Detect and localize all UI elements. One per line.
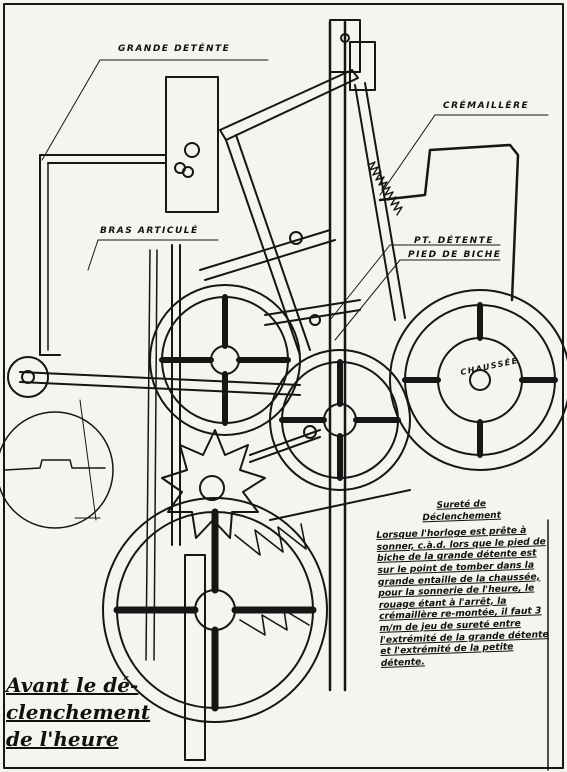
upper-diagonal-bar: [219, 69, 359, 141]
star-wheel: [161, 429, 266, 539]
grande-detente-pivot: [184, 142, 200, 158]
lower-diagonal-bar: [225, 134, 311, 356]
label-pied-de-biche: PIED DE BICHE: [408, 250, 502, 260]
large-wheel-centre: [269, 349, 411, 491]
left-eye-ring: [7, 356, 49, 398]
leader-bras-articule: [87, 239, 219, 271]
caption-line3: de l'heure: [6, 727, 119, 751]
grande-detente-lever: [165, 76, 219, 213]
star-wheel-hub: [199, 475, 225, 501]
caption: Avant le dé- clenchement de l'heure: [6, 672, 150, 753]
lower-wheel: [102, 497, 328, 723]
safety-note: Sureté de Déclenchement Lorsque l'horlog…: [375, 497, 553, 669]
frame-plate-top-edge: [39, 154, 166, 164]
arbor-lower: [249, 429, 321, 463]
caption-line1: Avant le dé-: [6, 673, 139, 697]
label-pt-detente: PT. DÉTENTE: [414, 236, 494, 246]
pillar-top-hole: [340, 33, 350, 43]
arbor-upper: [199, 229, 336, 281]
crank-wire: [378, 143, 520, 302]
note-body: Lorsque l'horloge est prête à sonner, c.…: [376, 524, 549, 669]
leader-grande-detente: [41, 59, 269, 161]
inset-detail-circle: [0, 399, 114, 529]
rack-teeth: [367, 161, 403, 216]
upper-wheel-left: [149, 284, 301, 436]
leader-pied-de-biche: [334, 259, 501, 341]
bras-articule-bar: [19, 371, 301, 396]
leader-cremaillere: [379, 114, 549, 196]
caption-line2: clenchement: [6, 700, 151, 724]
main-pillar: [328, 20, 347, 692]
frame-plate-left-edge: [39, 154, 61, 356]
pillar-top-bracket: [329, 19, 361, 73]
page-frame: [3, 3, 564, 769]
arbor-bottom: [269, 489, 411, 521]
ratchet-teeth: [234, 523, 310, 636]
chaussee-wheel: [389, 289, 567, 471]
vertical-rod: [184, 554, 206, 761]
label-bras-articule: BRAS ARTICULÉ: [100, 226, 199, 236]
label-cremaillere: CRÉMAILLÈRE: [443, 101, 530, 111]
leader-pt-detente: [329, 244, 501, 321]
label-grande-detente: GRANDE DETÉNTE: [118, 44, 231, 54]
